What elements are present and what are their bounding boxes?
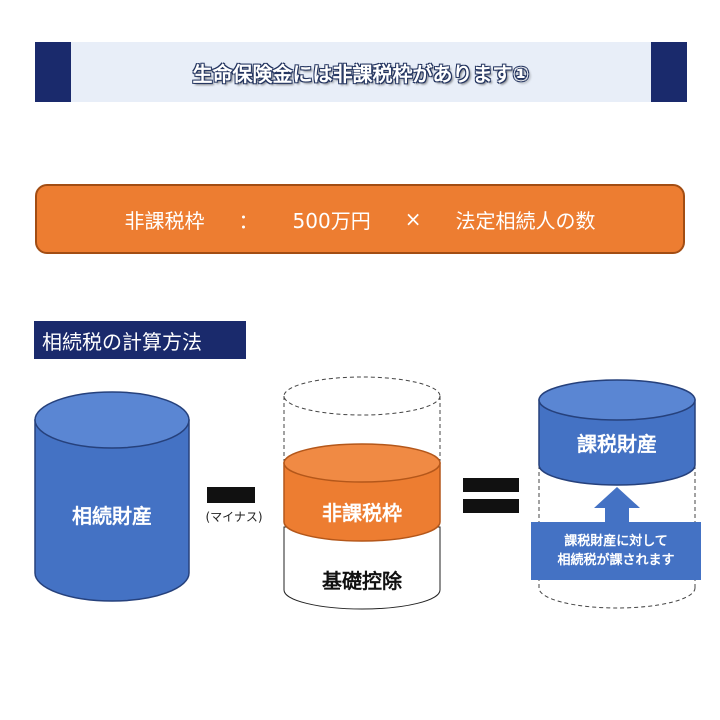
title-accent-right	[651, 42, 687, 102]
page-title: 生命保険金には非課税枠があります①	[192, 61, 530, 86]
deduction-cylinder	[283, 376, 441, 610]
exemption-label: 非課税枠	[322, 501, 402, 525]
formula-term-heirs: 法定相続人の数	[455, 208, 596, 233]
estate-label: 相続財産	[72, 504, 152, 528]
formula-term-amount: 500万円	[292, 208, 371, 233]
minus-note: (マイナス)	[205, 510, 263, 524]
estate-cylinder	[34, 391, 190, 602]
basic-deduction-label: 基礎控除	[322, 569, 402, 593]
formula-times: ×	[404, 207, 422, 231]
tax-callout: 課税財産に対して 相続税が課されます	[531, 522, 701, 580]
equals-sign-bottom	[463, 499, 519, 513]
section-label: 相続税の計算方法	[34, 321, 246, 359]
equals-sign-top	[463, 478, 519, 492]
callout-line-1: 課税財産に対して	[564, 534, 668, 549]
exemption-formula: 非課税枠 ： 500万円 × 法定相続人の数	[35, 184, 685, 254]
minus-sign	[207, 487, 255, 503]
taxable-cylinder	[538, 379, 696, 609]
formula-colon: ：	[238, 208, 259, 233]
title-accent-left	[35, 42, 71, 102]
title-banner: 生命保険金には非課税枠があります①	[35, 42, 687, 102]
formula-term-exemption: 非課税枠	[124, 208, 205, 233]
callout-line-2: 相続税が課されます	[557, 553, 675, 568]
up-arrow-icon	[594, 487, 640, 522]
taxable-label: 課税財産	[577, 432, 657, 456]
